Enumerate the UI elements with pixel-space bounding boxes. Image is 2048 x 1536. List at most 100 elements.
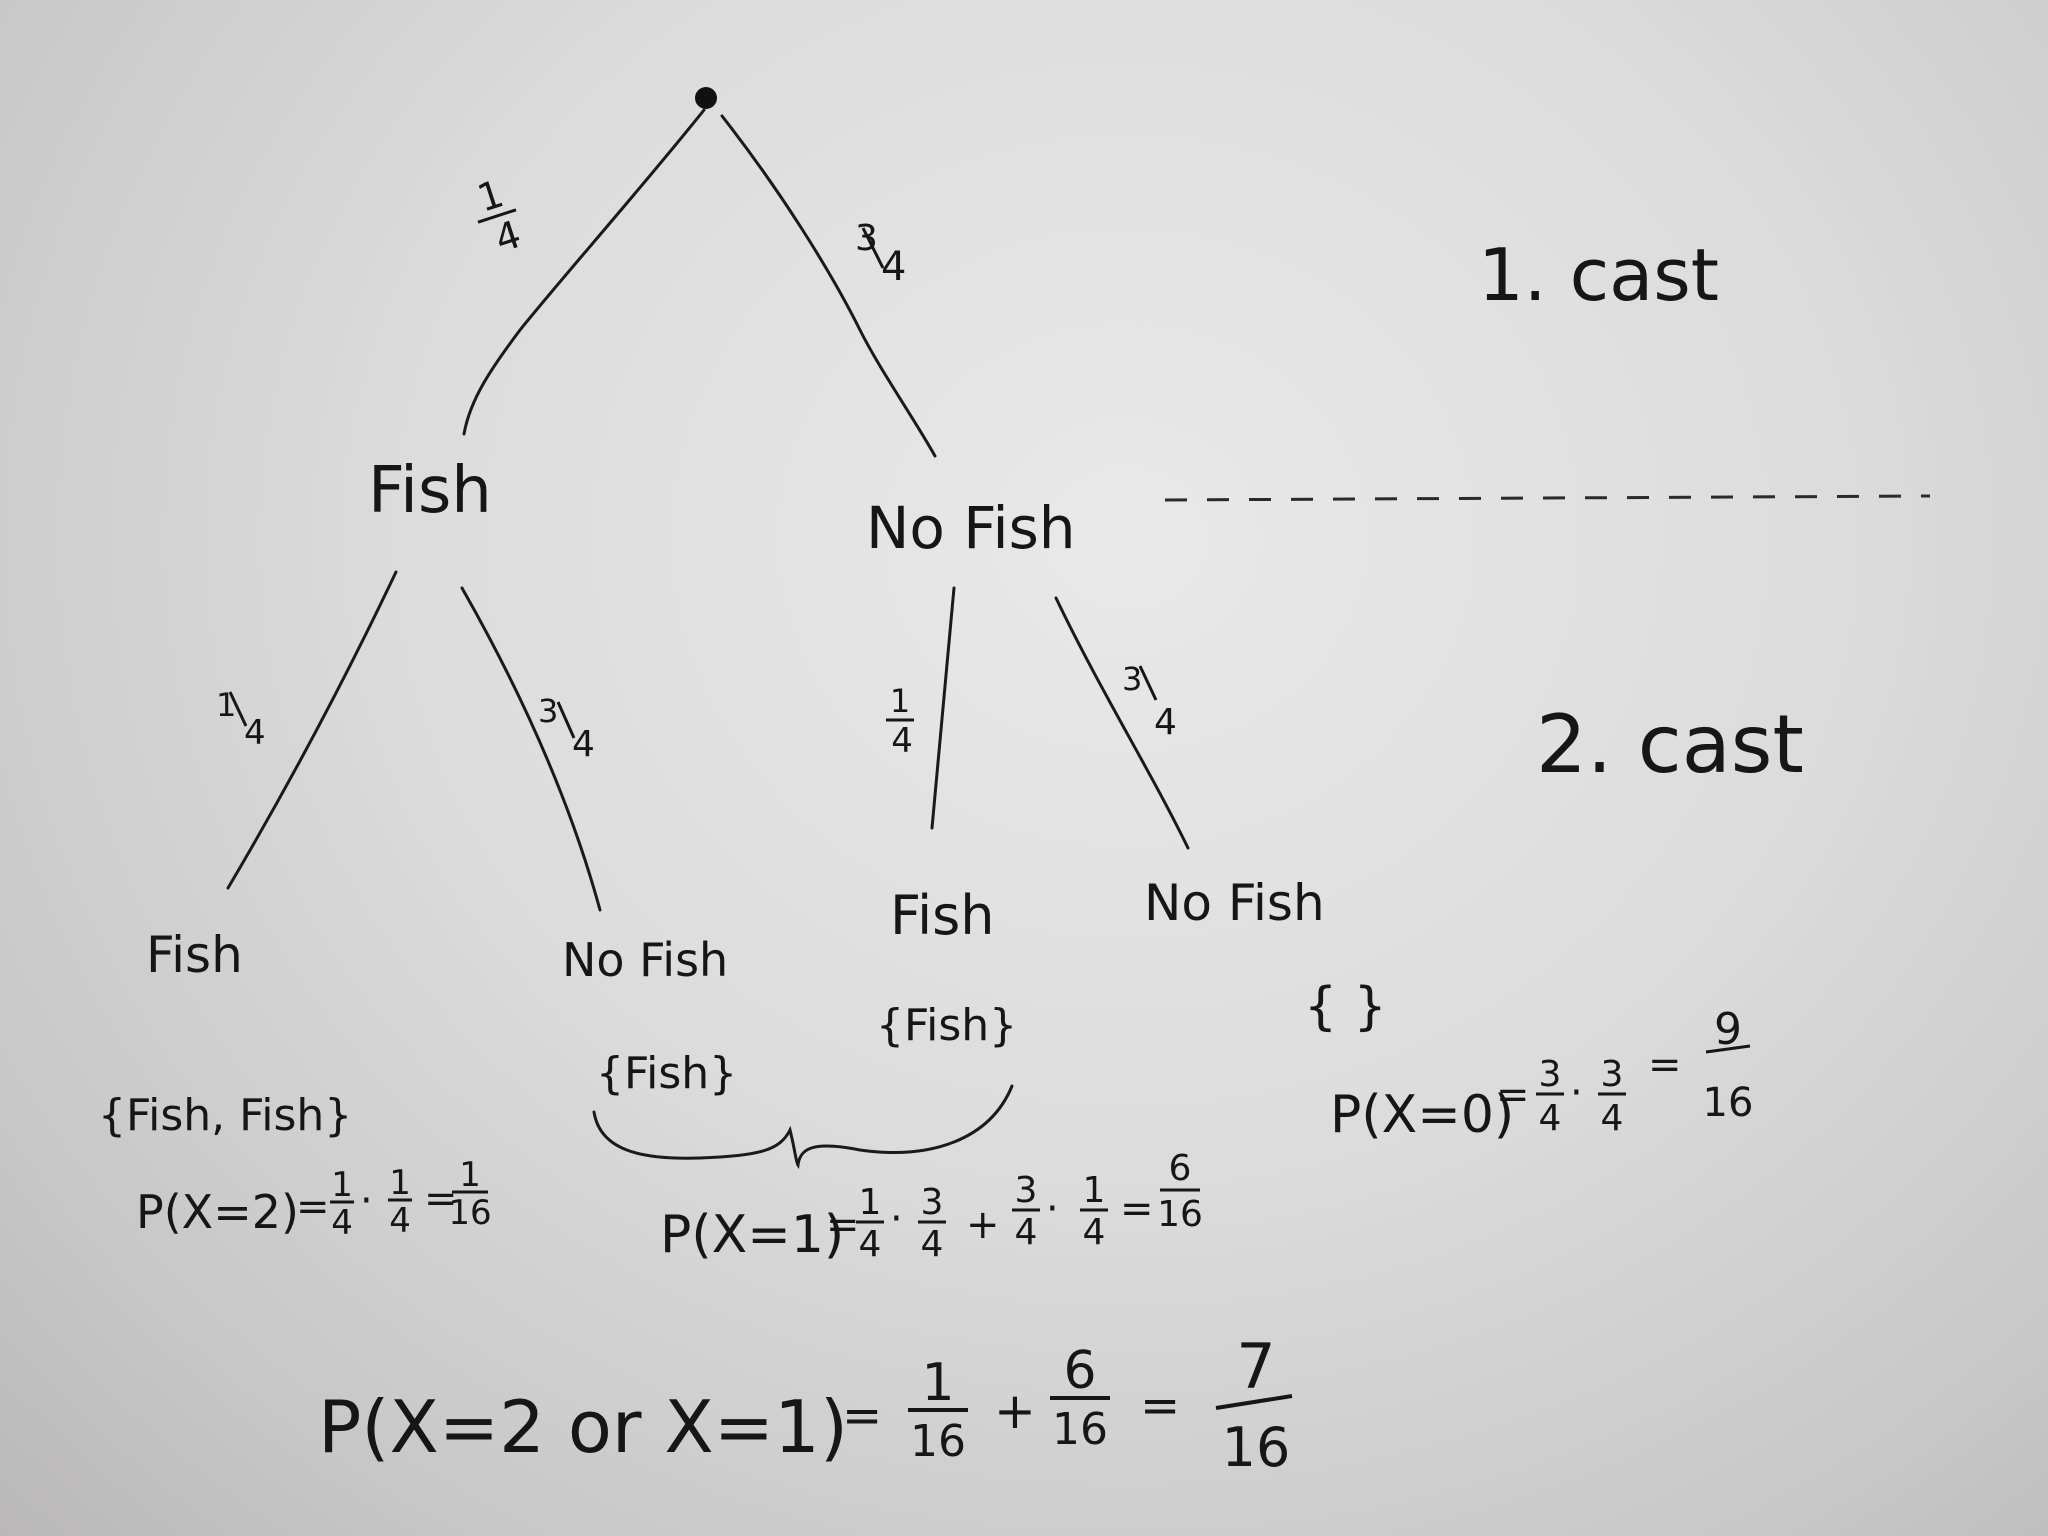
fraction-num: 3 <box>921 1182 944 1223</box>
formula-p-x-1: P(X=1) = 1 4 · 3 4 + 3 4 · 1 4 = 6 16 <box>660 1148 1203 1265</box>
formula-lhs: P(X=0) <box>1330 1085 1514 1145</box>
equals-sign: = <box>296 1184 330 1230</box>
fraction-den: 4 <box>921 1224 944 1265</box>
edge-root-to-nofish <box>720 114 937 458</box>
fraction-bar <box>1705 1044 1751 1054</box>
prob-bar <box>477 208 517 224</box>
formula-total: P(X=2 or X=1) = 1 16 + 6 16 = 7 16 <box>318 1330 1293 1479</box>
fraction-term-2: 3 4 <box>1598 1054 1626 1139</box>
formula-lhs: P(X=1) <box>660 1205 844 1265</box>
fraction-term-2: 1 4 <box>388 1163 412 1241</box>
fraction-bar <box>1215 1394 1293 1410</box>
edge-nofish-to-nofish <box>1054 596 1190 850</box>
prob-slash <box>228 691 248 727</box>
formula-p-x-2: P(X=2) = 1 4 · 1 4 = 1 16 <box>136 1155 492 1243</box>
fraction-num: 6 <box>1063 1341 1096 1401</box>
node-fish: Fish <box>368 454 492 528</box>
prob-num: 3 <box>538 692 558 730</box>
fraction-result: 6 16 <box>1157 1148 1203 1235</box>
equals-sign: = <box>842 1388 882 1444</box>
fraction-term-3: 3 4 <box>1012 1170 1040 1253</box>
prob-den: 4 <box>490 212 527 261</box>
leaf-nofish-nofish: No Fish <box>1144 874 1325 932</box>
prob-fish-left: 1 4 <box>216 686 266 753</box>
prob-den: 4 <box>881 244 906 290</box>
prob-den: 4 <box>572 724 595 765</box>
prob-den: 4 <box>244 713 266 753</box>
equals-sign: = <box>1140 1378 1180 1434</box>
fraction-num: 1 <box>459 1155 481 1195</box>
fraction-num: 3 <box>1601 1054 1624 1095</box>
outcome-set-fish-b: {Fish} <box>876 1000 1017 1051</box>
fraction-den: 16 <box>910 1416 966 1467</box>
fraction-term-2: 3 4 <box>918 1182 946 1265</box>
fraction-den: 4 <box>1539 1098 1562 1139</box>
fraction-num: 1 <box>859 1182 882 1223</box>
equals-sign: = <box>1120 1186 1154 1232</box>
label-cast-1: 1. cast <box>1478 233 1719 317</box>
fraction-result: 9 16 <box>1703 1004 1754 1126</box>
fraction-num: 1 <box>1083 1170 1106 1211</box>
fraction-den: 4 <box>331 1203 353 1243</box>
fraction-den: 16 <box>1703 1080 1754 1126</box>
prob-fish-right: 3 4 <box>538 692 595 765</box>
label-cast-2: 2. cast <box>1536 698 1804 791</box>
fraction-term-1: 1 4 <box>856 1182 884 1265</box>
prob-den: 4 <box>1154 702 1177 743</box>
fraction-num: 7 <box>1236 1330 1275 1403</box>
fraction-num: 3 <box>1539 1054 1562 1095</box>
fraction-den: 4 <box>1015 1212 1038 1253</box>
prob-num: 1 <box>216 686 236 724</box>
node-no-fish: No Fish <box>866 494 1076 562</box>
fraction-den: 16 <box>1157 1194 1203 1235</box>
prob-root-right: 3 4 <box>855 218 906 290</box>
fraction-term-1: 3 4 <box>1536 1054 1564 1139</box>
fraction-den: 16 <box>1222 1416 1291 1479</box>
leaf-fish-fish: Fish <box>146 926 243 984</box>
formula-p-x-0: P(X=0) = 3 4 · 3 4 = 9 16 <box>1330 1004 1753 1145</box>
edge-root-to-fish <box>462 108 706 436</box>
fraction-term-1: 1 4 <box>330 1165 354 1243</box>
fraction-den: 4 <box>859 1224 882 1265</box>
plus-operator: + <box>966 1202 1000 1248</box>
fraction-den: 16 <box>1052 1404 1108 1455</box>
fraction-term-4: 1 4 <box>1080 1170 1108 1253</box>
outcome-set-fish-fish: {Fish, Fish} <box>98 1090 352 1141</box>
fraction-den: 4 <box>389 1201 411 1241</box>
outcome-set-fish-a: {Fish} <box>596 1048 737 1099</box>
fraction-num: 3 <box>1015 1170 1038 1211</box>
fraction-num: 6 <box>1169 1148 1192 1189</box>
dot-operator: · <box>1570 1070 1583 1116</box>
fraction-num: 1 <box>331 1165 353 1205</box>
formula-lhs: P(X=2 or X=1) <box>318 1385 848 1469</box>
equals-sign: = <box>1648 1042 1682 1088</box>
dot-operator: · <box>360 1178 373 1224</box>
dot-operator: · <box>890 1196 903 1242</box>
tree-diagram: 1 4 3 4 Fish No Fish 1 4 3 4 1 4 <box>146 87 1931 987</box>
outcome-set-empty: { } <box>1304 977 1387 1037</box>
prob-num: 3 <box>1122 660 1142 698</box>
prob-nofish-right: 3 4 <box>1122 660 1177 743</box>
fraction-den: 4 <box>1083 1212 1106 1253</box>
fraction-num: 1 <box>921 1353 954 1413</box>
prob-root-left: 1 4 <box>472 171 527 261</box>
edge-fish-to-fish <box>226 570 398 890</box>
prob-den: 4 <box>891 721 913 761</box>
fraction-num: 1 <box>389 1163 411 1203</box>
fraction-term-2: 6 16 <box>1050 1341 1110 1455</box>
fraction-result: 7 16 <box>1215 1330 1293 1479</box>
curly-brace-group <box>592 1084 1014 1170</box>
equals-sign: = <box>424 1176 458 1222</box>
prob-slash <box>1138 665 1158 701</box>
edge-nofish-to-fish <box>930 586 956 830</box>
plus-operator: + <box>994 1382 1036 1440</box>
formula-lhs: P(X=2) <box>136 1185 299 1239</box>
equals-sign: = <box>826 1202 860 1248</box>
equals-sign: = <box>1496 1072 1530 1118</box>
prob-slash <box>556 701 576 739</box>
fraction-den: 16 <box>448 1193 491 1233</box>
prob-slash <box>861 227 885 269</box>
fraction-term-1: 1 16 <box>908 1353 968 1467</box>
root-node <box>695 87 717 109</box>
